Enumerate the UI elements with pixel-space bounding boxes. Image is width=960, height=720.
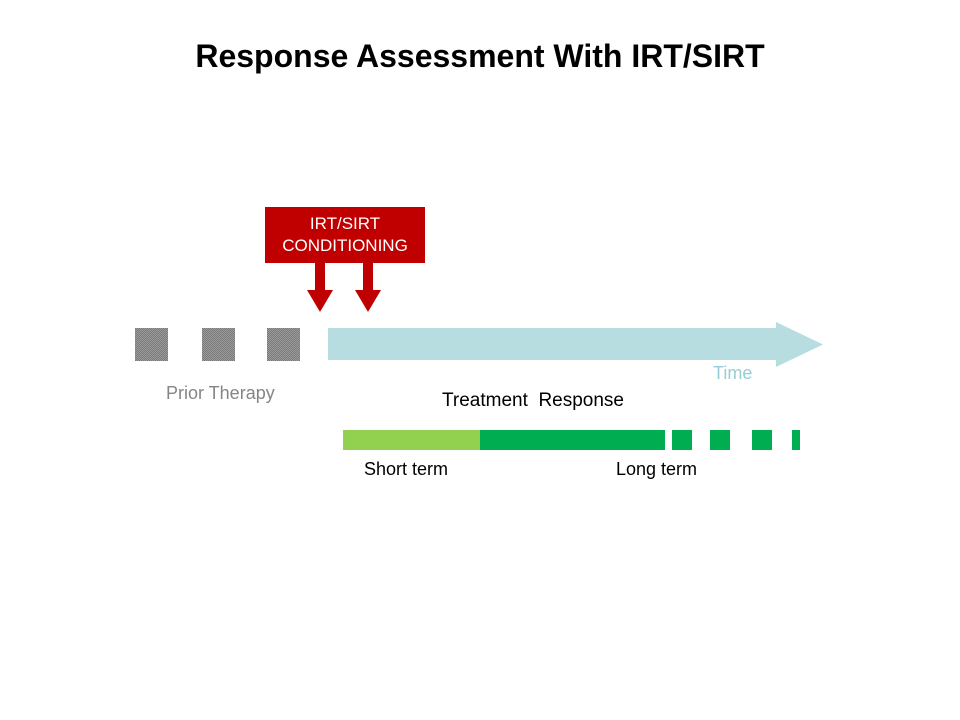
time-label: Time (713, 363, 753, 383)
long-term-dash (672, 430, 692, 450)
slide-title: Response Assessment With IRT/SIRT (195, 38, 765, 74)
prior-therapy-square (135, 328, 168, 361)
long-term-label: Long term (616, 459, 698, 479)
treatment-response-bar (343, 430, 800, 450)
prior-therapy-label: Prior Therapy (166, 383, 275, 403)
down-arrow-icon (355, 262, 381, 312)
long-term-bar-segment (480, 430, 665, 450)
conditioning-box-line1: IRT/SIRT (309, 214, 381, 233)
down-arrow-icon (307, 262, 333, 312)
timeline-right-arrow (328, 322, 823, 367)
conditioning-box: IRT/SIRT CONDITIONING (265, 207, 425, 263)
long-term-dash (752, 430, 772, 450)
long-term-dash (792, 430, 800, 450)
conditioning-box-line2: CONDITIONING (282, 236, 408, 255)
prior-therapy-square (202, 328, 235, 361)
prior-therapy-square (267, 328, 300, 361)
short-term-label: Short term (364, 459, 449, 479)
long-term-dash (710, 430, 730, 450)
short-term-bar-segment (343, 430, 480, 450)
treatment-response-label: Treatment Response (442, 390, 624, 411)
